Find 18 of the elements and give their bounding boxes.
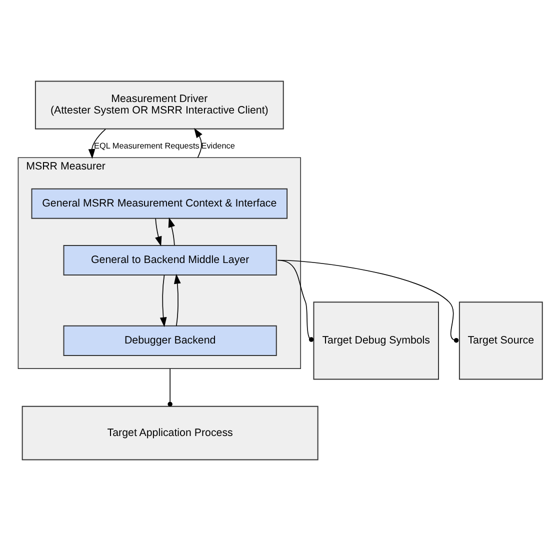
node-box: Measurement Driver (Attester System OR MSRR Interactive Client) xyxy=(34,80,284,129)
node-box: General MSRR Measurement Context & Interface xyxy=(31,188,288,218)
connector xyxy=(277,259,459,342)
connector xyxy=(168,368,172,406)
arrow xyxy=(174,273,181,326)
node-box: General to Backend Middle Layer xyxy=(63,244,277,275)
node-box: Target Source xyxy=(458,301,543,380)
arrow xyxy=(194,127,202,158)
arrow xyxy=(160,274,167,327)
arrow xyxy=(88,128,106,158)
edge-label: Evidence xyxy=(201,141,235,150)
arrow xyxy=(168,216,175,246)
edge-label: EQL Measurement Requests xyxy=(94,141,200,150)
node-box: Debugger Backend xyxy=(63,324,277,356)
node-box: Target Debug Symbols xyxy=(313,301,439,380)
node-box: Target Application Process xyxy=(22,405,318,460)
connector xyxy=(277,259,314,342)
arrow xyxy=(155,218,162,246)
